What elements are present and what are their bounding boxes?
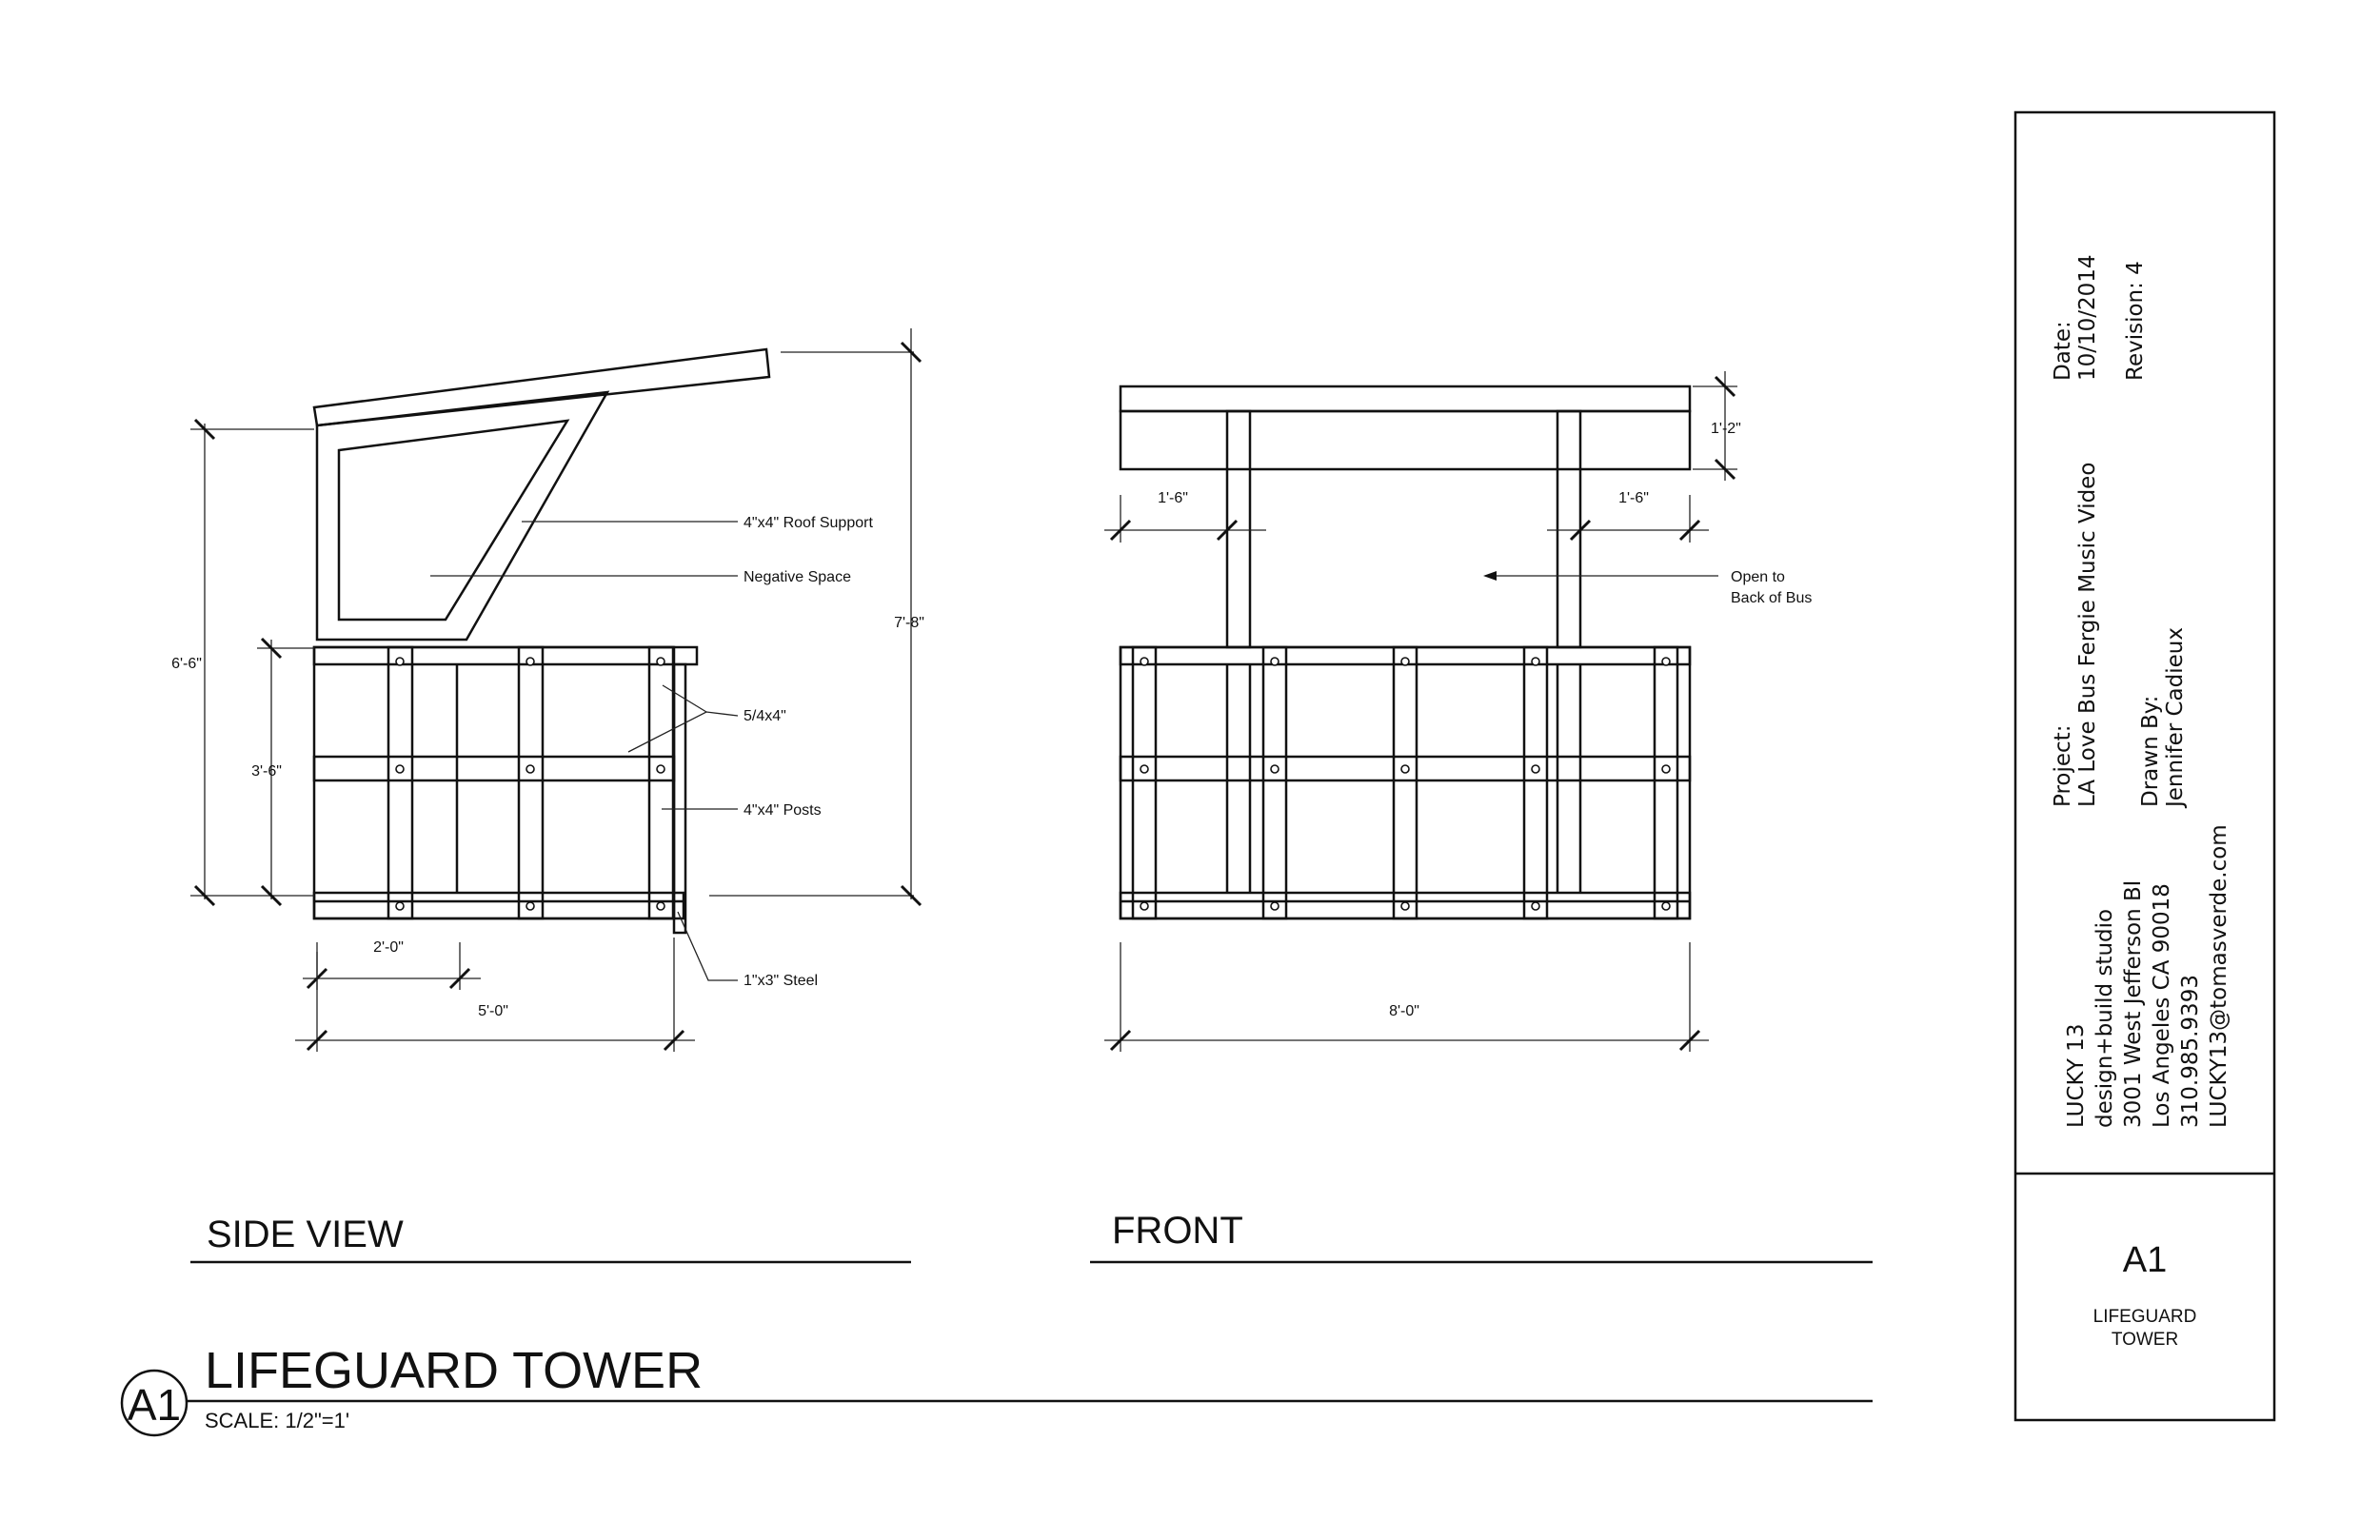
open-callout-line2: Back of Bus [1731, 590, 1812, 606]
side-bolt [656, 901, 665, 911]
front-bolt [1531, 901, 1540, 911]
front-post [1392, 645, 1418, 920]
studio-line: LUCKY 13 [2064, 1024, 2089, 1128]
side-bolt [526, 657, 535, 666]
overall-height-dim: 6'-6" [171, 656, 202, 672]
drawing-title: LIFEGUARD TOWER [205, 1342, 703, 1399]
drawn-by-name: Jennifer Cadieux [2163, 627, 2188, 809]
front-view: Open to Back of Bus 1'-2" 1'-6" 1'-6" 8'… [1090, 371, 1873, 1264]
front-bolt [1531, 764, 1540, 774]
front-bolt [1400, 901, 1410, 911]
front-bolt [1531, 657, 1540, 666]
front-width-dim: 8'-0" [1389, 1003, 1419, 1019]
studio-line: Los Angeles CA 90018 [2150, 883, 2174, 1128]
title-block: Date: 10/10/2014 Revision: 4 Project: LA… [2013, 110, 2276, 1422]
side-bolt [395, 657, 405, 666]
posts-callout: 4"x4" Posts [744, 802, 822, 819]
front-post [1522, 645, 1549, 920]
slats-leader [662, 684, 707, 713]
steel-leader [677, 911, 738, 981]
slats-leader [627, 711, 739, 753]
steel-callout: 1"x3" Steel [744, 973, 818, 989]
bay-width-dim: 2'-0" [373, 939, 404, 956]
side-bolt [656, 657, 665, 666]
front-roof-post [1225, 409, 1252, 649]
side-bolt [656, 764, 665, 774]
front-post [1653, 645, 1679, 920]
sheet-name-line2: TOWER [2112, 1330, 2178, 1350]
front-bolt [1140, 764, 1149, 774]
front-bolt [1140, 657, 1149, 666]
side-post [517, 645, 545, 920]
side-roof-beam [312, 347, 771, 427]
studio-line: 3001 West Jefferson Bl [2121, 880, 2146, 1128]
title-block-frame [2013, 110, 2276, 1422]
sheet-name-line1: LIFEGUARD [2093, 1307, 2197, 1327]
front-mid-rail [1119, 755, 1692, 782]
front-roof-fascia [1119, 409, 1692, 471]
roof-depth-dim: 1'-2" [1711, 421, 1741, 437]
open-callout-line1: Open to [1731, 569, 1785, 585]
side-top-rail [312, 645, 699, 666]
side-steel-strap [672, 662, 687, 935]
roof-height-dim: 7'-8" [894, 615, 924, 631]
arrowhead [1483, 571, 1497, 581]
drawn-by-label: Drawn By: [2138, 696, 2163, 807]
front-bolt [1400, 657, 1410, 666]
front-railing-frame [1119, 645, 1692, 920]
drawing-marker: A1 [128, 1380, 181, 1430]
side-bolt [395, 764, 405, 774]
project-label: Project: [2051, 725, 2075, 807]
studio-line: 310.985.9393 [2178, 975, 2203, 1128]
drawing-scale: SCALE: 1/2"=1' [205, 1409, 349, 1432]
date-value: 10/10/2014 [2075, 254, 2100, 381]
side-bolt [526, 764, 535, 774]
side-bolt [395, 901, 405, 911]
front-bolt [1661, 764, 1671, 774]
date-label: Date: [2051, 321, 2075, 381]
front-bolt [1400, 764, 1410, 774]
drawing-title-block: A1 LIFEGUARD TOWER SCALE: 1/2"=1' [120, 1342, 1873, 1437]
side-mid-rail [312, 755, 676, 782]
side-post [647, 645, 675, 920]
front-view-title: FRONT [1112, 1210, 1243, 1252]
drawing-marker-circle [120, 1369, 188, 1437]
side-view: 4"x4" Roof Support Negative Space 5/4x4"… [171, 328, 924, 1264]
rail-height-dim: 3'-6" [251, 763, 282, 780]
negative-space-opening [337, 419, 570, 622]
front-roof-post [1556, 409, 1582, 649]
studio-line: LUCKY13@tomasverde.com [2207, 824, 2231, 1128]
front-post [1131, 645, 1158, 920]
side-roof-support [315, 390, 610, 642]
side-bottom-rail [312, 891, 685, 920]
front-bolt [1270, 764, 1279, 774]
front-bolt [1270, 657, 1279, 666]
front-bolt [1661, 657, 1671, 666]
front-bolt [1140, 901, 1149, 911]
negative-space-callout: Negative Space [744, 569, 851, 585]
right-overhang-dim: 1'-6" [1618, 490, 1649, 506]
left-overhang-dim: 1'-6" [1158, 490, 1188, 506]
slats-callout: 5/4x4" [744, 708, 786, 724]
front-bolt [1661, 901, 1671, 911]
studio-line: design+build studio [2092, 909, 2117, 1128]
roof-support-callout: 4"x4" Roof Support [744, 515, 873, 531]
revision: Revision: 4 [2123, 261, 2148, 381]
sheet-number: A1 [2123, 1240, 2167, 1280]
side-bolt [526, 901, 535, 911]
side-view-title: SIDE VIEW [207, 1214, 404, 1255]
front-bolt [1270, 901, 1279, 911]
side-post [387, 645, 414, 920]
front-post [1261, 645, 1288, 920]
front-roof-beam [1119, 385, 1692, 413]
overall-width-dim: 5'-0" [478, 1003, 508, 1019]
project-name: LA Love Bus Fergie Music Video [2075, 463, 2100, 807]
side-railing-frame [312, 645, 676, 920]
